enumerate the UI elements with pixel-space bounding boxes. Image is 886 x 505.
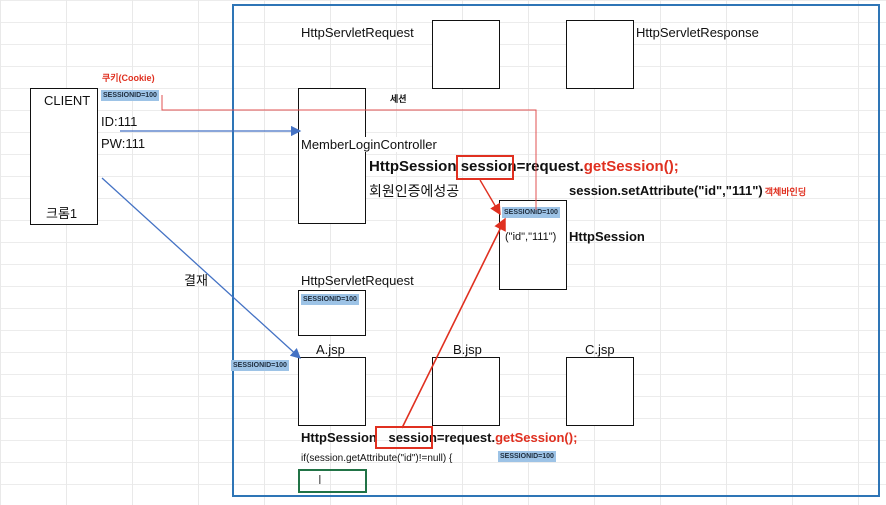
arrow-payment xyxy=(101,177,301,359)
response-top-label: HttpServletResponse xyxy=(636,25,759,40)
text-cursor-icon: I xyxy=(318,472,322,487)
code2-method: getSession(); xyxy=(495,430,578,445)
request-top-label: HttpServletRequest xyxy=(301,25,414,40)
request-mid-label: HttpServletRequest xyxy=(301,273,414,288)
server-frame xyxy=(232,4,880,497)
client-browser: 크롬1 xyxy=(46,206,78,221)
set-attribute-line: session.setAttribute("id","111")객체바인딩 xyxy=(569,183,806,198)
client-id: ID:111 xyxy=(101,114,138,129)
jsp-a-box xyxy=(298,357,366,426)
jsp-b-label: B.jsp xyxy=(453,342,482,357)
code2-session-tag: SESSIONID=100 xyxy=(498,451,556,462)
auth-success-label: 회원인증에성공 xyxy=(369,183,460,199)
response-top-box xyxy=(566,20,634,89)
code1-var-highlight xyxy=(456,155,514,180)
arrow-getsession-2 xyxy=(401,217,506,429)
cookie-session-tag: SESSIONID=100 xyxy=(101,90,159,101)
code2-type: HttpSession xyxy=(301,430,377,445)
client-pw: PW:111 xyxy=(101,136,146,151)
session-box-label: HttpSession xyxy=(569,229,645,244)
code1-var: session xyxy=(460,158,517,175)
code-line-3: if(session.getAttribute("id")!=null) { xyxy=(301,453,453,464)
controller-label: MemberLoginController xyxy=(301,137,437,152)
cookie-line xyxy=(161,95,537,210)
code2-eq: =request. xyxy=(436,430,496,445)
code-line-1: HttpSession session=request.getSession()… xyxy=(369,158,679,175)
session-box-tag: SESSIONID=100 xyxy=(502,207,560,218)
session-box-value: ("id","111") xyxy=(505,231,557,243)
code2-var: session xyxy=(388,430,437,445)
jsp-c-label: C.jsp xyxy=(585,342,615,357)
request-mid-tag: SESSIONID=100 xyxy=(301,294,359,305)
cookie-label: 쿠키(Cookie) xyxy=(102,73,155,83)
request-top-box xyxy=(432,20,500,89)
jsp-a-label: A.jsp xyxy=(316,342,345,357)
code-line-2: HttpSession session=request.getSession()… xyxy=(301,430,577,445)
jsp-c-box xyxy=(566,357,634,426)
arrow-getsession-1 xyxy=(479,179,501,216)
selected-cell[interactable] xyxy=(298,469,367,493)
session-label: 세션 xyxy=(390,94,407,104)
code2-var-highlight xyxy=(375,426,433,449)
controller-box xyxy=(298,88,366,224)
code1-method: getSession(); xyxy=(583,158,679,175)
jsp-b-box xyxy=(432,357,500,426)
set-attribute-code: session.setAttribute("id","111") xyxy=(569,183,763,198)
client-title: CLIENT xyxy=(44,93,91,108)
arrow-session-tag: SESSIONID=100 xyxy=(231,360,289,371)
client-box xyxy=(30,88,98,225)
set-attribute-note: 객체바인딩 xyxy=(764,187,807,197)
code1-eq: =request. xyxy=(516,158,584,175)
code1-type: HttpSession xyxy=(369,158,457,175)
payment-label: 결재 xyxy=(184,273,208,288)
